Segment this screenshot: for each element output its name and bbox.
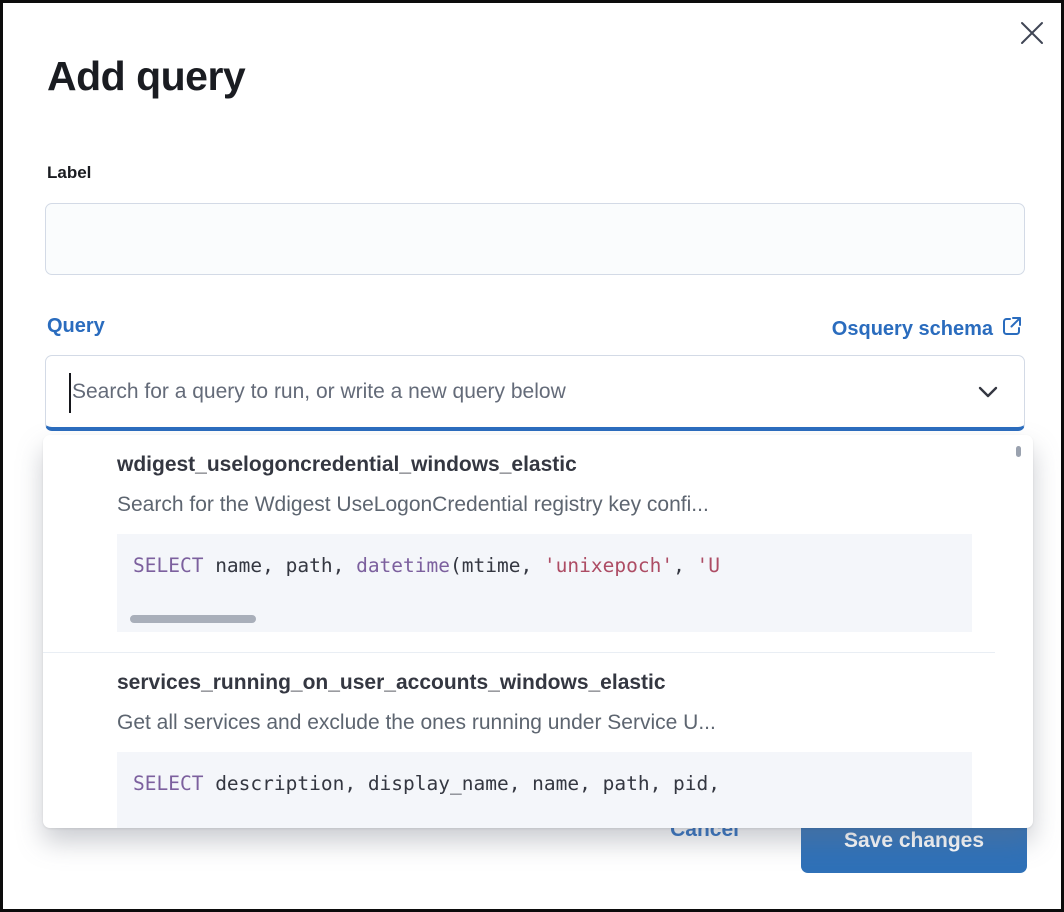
page-title: Add query [47, 53, 246, 99]
external-link-icon [1001, 315, 1023, 343]
query-option-services[interactable]: services_running_on_user_accounts_window… [43, 653, 1033, 828]
osquery-schema-link-label: Osquery schema [831, 317, 993, 340]
query-combobox[interactable] [45, 355, 1025, 431]
query-option-description: Search for the Wdigest UseLogonCredentia… [117, 493, 709, 516]
sql-text: (mtime, [450, 554, 544, 577]
query-search-input[interactable] [46, 379, 1024, 404]
text-cursor [69, 373, 71, 413]
option-divider [43, 652, 995, 653]
sql-string: 'U [696, 554, 721, 577]
query-field-label: Query [47, 315, 105, 337]
query-option-sql-preview: SELECT name, path, datetime(mtime, 'unix… [117, 534, 972, 632]
query-suggestions-dropdown: wdigest_uselogoncredential_windows_elast… [43, 435, 1033, 828]
query-option-description: Get all services and exclude the ones ru… [117, 711, 716, 734]
query-option-title: wdigest_uselogoncredential_windows_elast… [117, 453, 577, 476]
sql-keyword: SELECT [133, 554, 204, 577]
sql-text: description, display_name, name, path, p… [203, 772, 721, 795]
label-input[interactable] [45, 203, 1025, 275]
sql-string: 'unixepoch' [543, 554, 674, 577]
osquery-schema-link[interactable]: Osquery schema [832, 315, 1023, 343]
label-field-label: Label [47, 163, 92, 182]
vertical-scrollbar-thumb[interactable] [1016, 446, 1021, 457]
horizontal-scrollbar-thumb[interactable] [130, 615, 256, 623]
sql-function: datetime [356, 554, 450, 577]
sql-text: , [673, 554, 697, 577]
query-option-wdigest[interactable]: wdigest_uselogoncredential_windows_elast… [43, 435, 1033, 632]
sql-text: name, path, [203, 554, 357, 577]
query-option-title: services_running_on_user_accounts_window… [117, 671, 666, 694]
sql-keyword: SELECT [133, 772, 204, 795]
chevron-down-icon[interactable] [976, 380, 1000, 409]
close-icon [1019, 20, 1045, 49]
query-option-sql-preview: SELECT description, display_name, name, … [117, 752, 972, 828]
close-button[interactable] [1015, 17, 1049, 51]
